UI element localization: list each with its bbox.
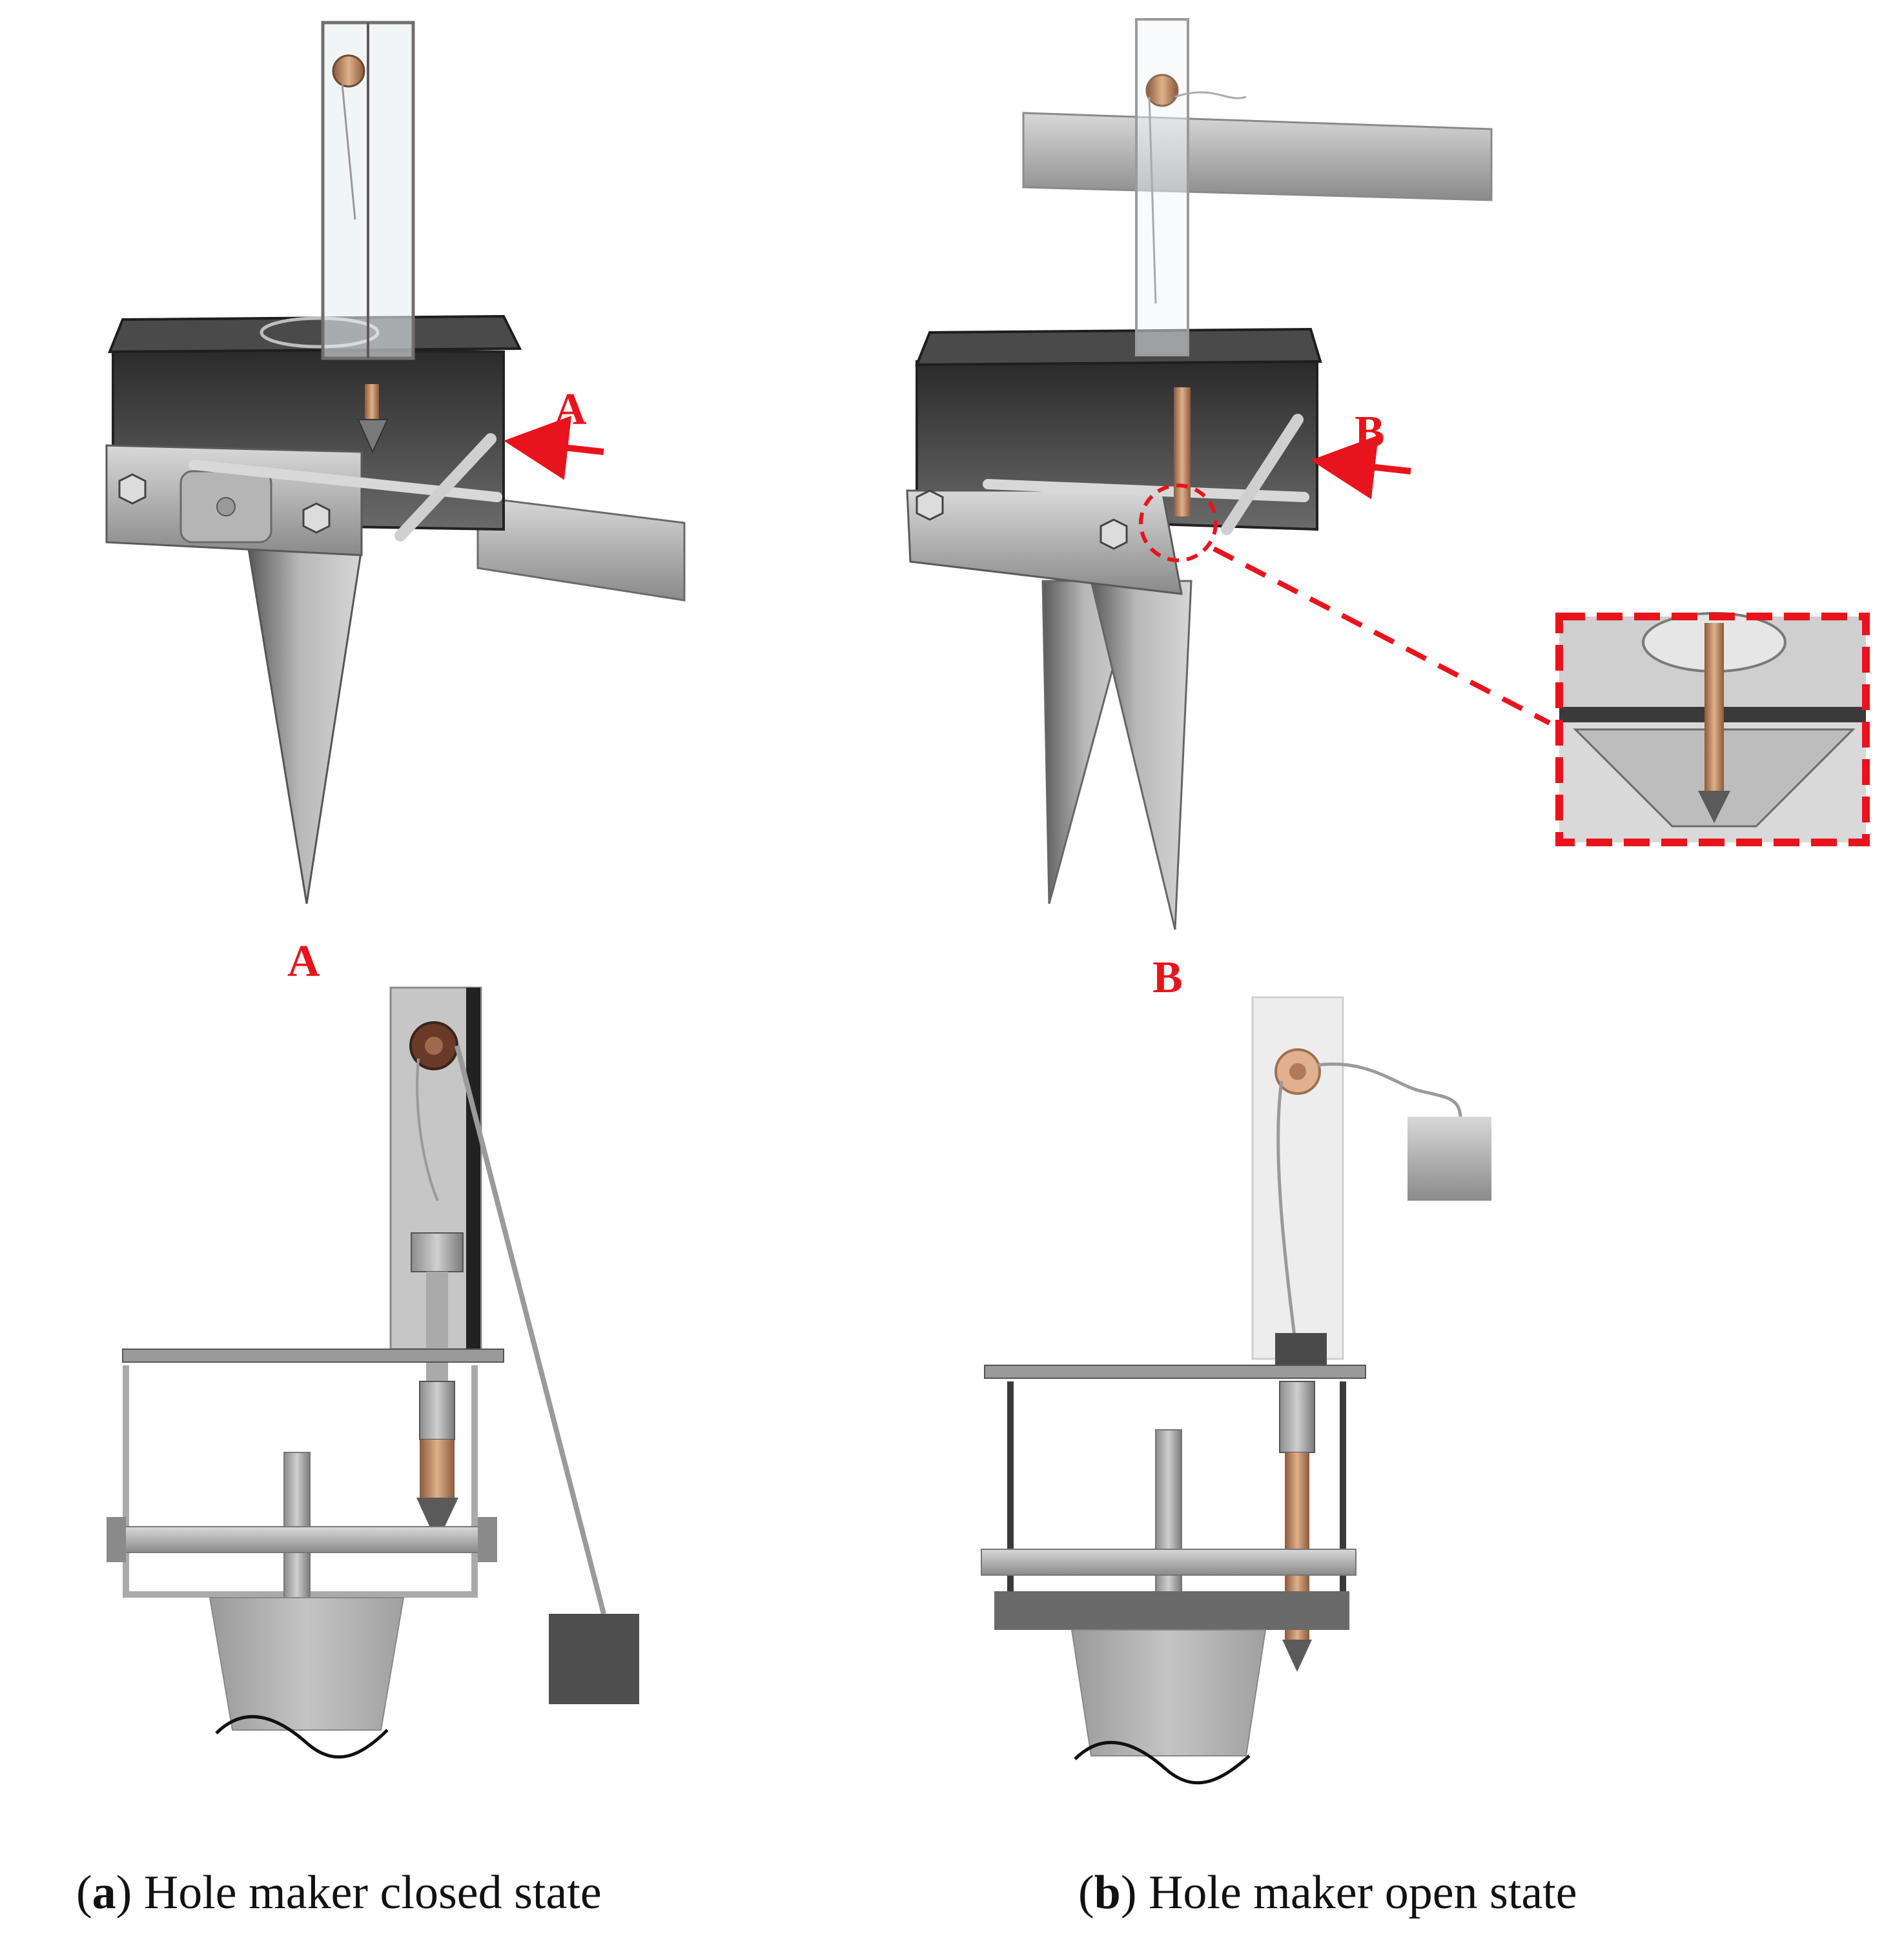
arrow-b-pointer — [1311, 435, 1411, 500]
open-sec-nut — [1279, 1381, 1315, 1453]
closed-sec-collar — [411, 1232, 464, 1272]
closed-bolt-right — [302, 502, 331, 534]
closed-cone-tip — [357, 419, 389, 454]
closed-state-section-view — [107, 986, 639, 1759]
callout-section-a-label: A — [287, 937, 320, 986]
open-sec-break-line — [1074, 1740, 1251, 1785]
callout-section-b-label: B — [1152, 953, 1183, 1003]
closed-sec-inner-cable — [416, 1058, 439, 1201]
open-top-plate — [915, 327, 1322, 367]
open-state-section-view — [981, 996, 1491, 1785]
closed-sec-weight — [549, 1614, 639, 1704]
closed-blade — [247, 547, 363, 904]
caption-open-state: (b) Hole maker open state — [1078, 1866, 1577, 1920]
zoom-source-circle — [1139, 484, 1218, 562]
closed-sec-cable — [455, 1045, 606, 1614]
closed-sec-axle — [112, 1526, 488, 1553]
caption-a-open-paren: ( — [76, 1866, 92, 1919]
closed-sec-cone — [416, 1498, 458, 1543]
open-screw — [1174, 387, 1191, 516]
open-sec-cable — [1276, 1063, 1462, 1337]
zoom-leader-line — [1213, 546, 1551, 726]
caption-b-text: ) Hole maker open state — [1120, 1866, 1577, 1919]
open-guide-column — [1135, 18, 1189, 356]
closed-sec-screw — [420, 1440, 455, 1498]
open-pulley — [1145, 74, 1179, 107]
closed-side-beam — [476, 496, 686, 602]
closed-sec-nut — [419, 1381, 455, 1440]
callout-arrow-b-label: B — [1355, 407, 1385, 457]
open-sec-weight — [1408, 1117, 1491, 1201]
open-diagonal-rod — [1221, 414, 1304, 535]
open-sec-cone — [1282, 1640, 1312, 1672]
caption-a-text: ) Hole maker closed state — [116, 1866, 602, 1919]
caption-b-letter: b — [1094, 1866, 1121, 1919]
open-sec-top-plate — [984, 1365, 1366, 1379]
caption-closed-state: (a) Hole maker closed state — [76, 1866, 602, 1920]
open-bolt-right — [1100, 518, 1128, 550]
detail-inset — [1555, 612, 1870, 846]
open-sec-base-bar — [994, 1591, 1349, 1630]
closed-cable — [341, 83, 356, 220]
callout-arrow-a-label: A — [554, 385, 587, 434]
open-cable — [1148, 91, 1247, 304]
closed-screw — [365, 384, 379, 420]
closed-bolt-left — [118, 473, 147, 505]
closed-diagonal-rod — [394, 433, 496, 542]
caption-a-letter: a — [92, 1866, 116, 1919]
open-sec-pulley-hub — [1289, 1063, 1306, 1080]
closed-sec-axle-cap-left — [107, 1517, 126, 1562]
closed-sec-top-plate — [122, 1349, 504, 1363]
closed-sec-rod — [426, 1272, 448, 1381]
inset-cone — [1698, 791, 1730, 823]
inset-frame — [1555, 613, 1870, 846]
closed-state-isometric-view — [105, 21, 686, 904]
open-sec-leg — [1070, 1629, 1267, 1756]
caption-b-open-paren: ( — [1078, 1866, 1094, 1919]
arrow-a-pointer — [504, 416, 604, 480]
inset-screw — [1704, 623, 1724, 791]
closed-sec-column-edge — [466, 988, 480, 1349]
open-counterweight-beam — [1022, 112, 1493, 201]
open-state-isometric-view — [906, 18, 1551, 930]
open-sec-axle — [981, 1549, 1356, 1576]
open-base-bracket — [906, 489, 1183, 595]
open-blade-right — [1090, 580, 1193, 930]
closed-sec-pulley-hub — [425, 1037, 443, 1055]
closed-sec-break-line — [215, 1715, 389, 1759]
closed-pulley — [332, 54, 365, 88]
closed-sec-axle-cap-right — [478, 1517, 497, 1562]
closed-sec-leg — [209, 1597, 405, 1731]
open-bolt-left — [916, 489, 944, 521]
closed-bolt-center — [216, 497, 236, 516]
